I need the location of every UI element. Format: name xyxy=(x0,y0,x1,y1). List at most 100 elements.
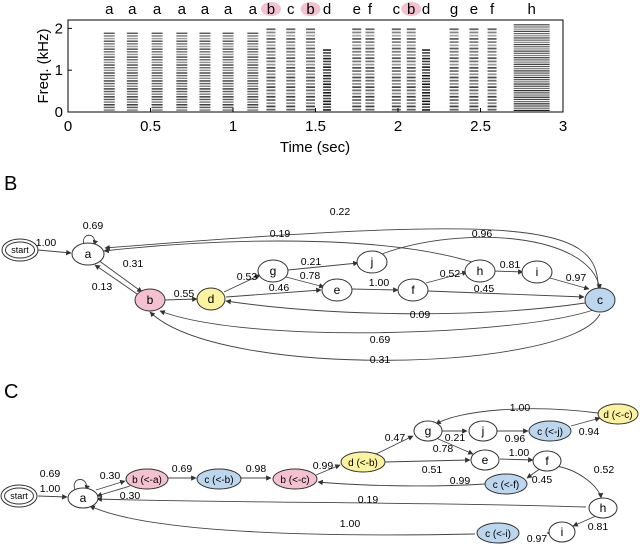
spectrogram-striation xyxy=(151,77,163,80)
spectrogram-striation xyxy=(222,59,234,61)
node-label: e xyxy=(482,453,489,467)
spectrogram-striation xyxy=(391,83,401,85)
node-j[interactable]: j xyxy=(356,250,388,274)
node-label: g xyxy=(270,264,277,278)
spectrogram-striation xyxy=(323,52,332,54)
node-label: j xyxy=(481,424,485,438)
spectrogram-striation xyxy=(365,86,375,89)
spectrogram-striation xyxy=(469,44,479,47)
spectrogram-striation xyxy=(266,50,276,53)
spectrogram-striation xyxy=(406,50,416,53)
spectrogram-striation xyxy=(176,104,188,106)
spectrogram-striation xyxy=(151,93,163,95)
spectrogram-striation xyxy=(176,45,188,48)
spectrogram-striation xyxy=(391,79,401,82)
spectrogram-striation xyxy=(487,31,497,34)
node-d[interactable]: d xyxy=(196,287,226,311)
node-label: d xyxy=(208,292,215,306)
spectrogram-striation xyxy=(151,90,163,93)
segment-label: f xyxy=(368,1,373,18)
spectrogram-striation xyxy=(487,38,497,40)
spectrogram-striation xyxy=(222,72,234,74)
edge-j-c xyxy=(381,236,602,290)
spectrogram-striation xyxy=(176,61,188,64)
spectrogram-striation xyxy=(151,96,163,98)
node-i[interactable]: i xyxy=(521,260,553,284)
node-label: c (<-i) xyxy=(485,529,511,540)
spectrogram-striation xyxy=(513,96,550,98)
x-tick-label: 3 xyxy=(559,118,567,135)
spectrogram-striation xyxy=(406,79,416,82)
x-tick-label: 0 xyxy=(64,118,72,135)
node-start[interactable]: start xyxy=(1,238,39,262)
node-i[interactable]: i xyxy=(548,521,576,543)
node-b-from-c[interactable]: b (<-c) xyxy=(272,468,318,490)
node-start[interactable]: start xyxy=(0,484,38,508)
node-a[interactable]: a xyxy=(67,487,99,509)
x-tick-label: 1.5 xyxy=(305,118,326,135)
spectrogram-striation xyxy=(306,57,316,60)
spectrogram-striation xyxy=(422,52,431,54)
spectrogram-striation xyxy=(151,74,163,77)
spectrogram-striation xyxy=(391,57,401,60)
node-a[interactable]: a xyxy=(71,242,105,266)
spectrogram-striation xyxy=(449,102,459,105)
node-c-from-j[interactable]: c (<-j) xyxy=(528,420,572,442)
spectrogram-striation xyxy=(391,34,401,37)
segment-label: b xyxy=(407,1,415,18)
spectrogram-striation xyxy=(406,102,416,105)
node-e[interactable]: e xyxy=(470,449,500,471)
spectrogram-striation xyxy=(352,34,362,37)
node-e[interactable]: e xyxy=(321,278,353,302)
spectrogram-striation xyxy=(222,51,234,53)
spectrogram-striation xyxy=(103,56,115,58)
spectrogram-striation xyxy=(513,68,550,70)
node-b[interactable]: b xyxy=(134,288,166,312)
spectrogram-striation xyxy=(449,95,459,98)
edge-h-a xyxy=(103,240,473,263)
node-label: start xyxy=(10,491,28,501)
spectrogram-striation xyxy=(306,89,316,92)
spectrogram-striation xyxy=(247,37,259,40)
spectrogram-striation xyxy=(286,76,296,79)
spectrogram-striation xyxy=(247,61,259,64)
node-d-from-b[interactable]: d (<-b) xyxy=(340,451,386,473)
node-d-from-c[interactable]: d (<-c) xyxy=(597,403,639,425)
node-b-from-a[interactable]: b (<-a) xyxy=(125,468,169,490)
edge-label: 1.00 xyxy=(340,518,361,530)
node-label: b (<-c) xyxy=(280,475,309,486)
spectrogram-striation xyxy=(126,51,138,53)
node-g[interactable]: g xyxy=(413,420,443,442)
node-j[interactable]: j xyxy=(468,420,498,442)
node-g[interactable]: g xyxy=(257,259,289,283)
spectrogram-striation xyxy=(266,102,276,105)
spectrogram-striation xyxy=(391,92,401,95)
spectrogram-striation xyxy=(286,34,296,37)
spectrogram-striation xyxy=(103,64,115,66)
node-c-from-f[interactable]: c (<-f) xyxy=(484,473,528,495)
spectrogram-striation xyxy=(422,69,431,71)
segment-label: a xyxy=(249,1,258,18)
spectrogram-striation xyxy=(103,93,115,95)
spectrogram-striation xyxy=(391,47,401,50)
node-f[interactable]: f xyxy=(397,278,429,302)
spectrogram-striation xyxy=(222,104,234,106)
segment-label: d xyxy=(323,1,331,18)
spectrogram-striation xyxy=(422,92,431,94)
node-h[interactable]: h xyxy=(588,497,618,519)
spectrogram-striation xyxy=(352,57,362,60)
spectrogram-striation xyxy=(126,40,138,42)
edge-label: 0.53 xyxy=(237,271,258,283)
spectrogram-striation xyxy=(469,38,479,40)
spectrogram-striation xyxy=(469,108,479,111)
spectrogram-striation xyxy=(487,63,497,66)
spectrogram-striation xyxy=(469,57,479,60)
node-c-from-i[interactable]: c (<-i) xyxy=(476,522,520,544)
node-c-from-b[interactable]: c (<-b) xyxy=(196,468,242,490)
edge-label: 0.51 xyxy=(422,464,443,476)
spectrogram-striation xyxy=(406,95,416,98)
node-f[interactable]: f xyxy=(532,450,562,472)
node-c[interactable]: c xyxy=(584,287,616,313)
node-h[interactable]: h xyxy=(464,259,496,283)
spectrogram-striation xyxy=(365,50,375,53)
